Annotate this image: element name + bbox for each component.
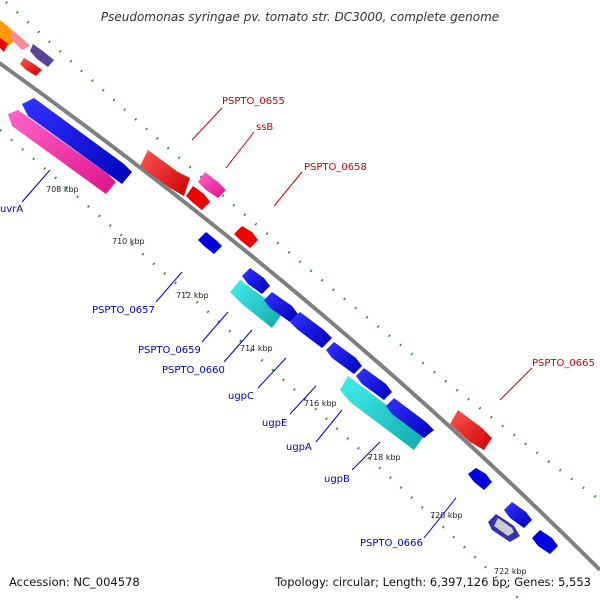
- gene-ugpb: [340, 376, 424, 450]
- gene-ugpe: [326, 342, 362, 374]
- gene-blue-3: [504, 502, 532, 528]
- reverse-label-connectors: [21, 169, 457, 539]
- scale-label-710: 710 kbp: [112, 237, 145, 246]
- scale-labels: 708 kbp 710 kbp 712 kbp 714 kbp 716 kbp …: [46, 185, 527, 576]
- gene-blue-2: [386, 398, 434, 438]
- gene-red-small-1: [186, 186, 210, 210]
- label-pspto-0666: PSPTO_0666: [360, 538, 423, 549]
- tick-track-inner: [0, 129, 521, 600]
- gene-uvra: [8, 110, 116, 194]
- label-pspto-0658: PSPTO_0658: [304, 162, 367, 173]
- label-pspto-0659: PSPTO_0659: [138, 345, 201, 356]
- gene-striped: [488, 514, 520, 542]
- gene-ugpa: [356, 368, 392, 400]
- gene-blue-1: [242, 268, 270, 294]
- label-pspto-0655: PSPTO_0655: [222, 96, 285, 107]
- label-ugpe: ugpE: [262, 418, 287, 429]
- scale-label-718: 718 kbp: [368, 453, 401, 462]
- label-uvra: uvrA: [0, 204, 23, 215]
- gene-pspto-0659: [230, 280, 282, 328]
- gene-pink-small-topleft: [10, 30, 30, 50]
- gene-purple-small-topleft: [30, 44, 54, 67]
- label-pspto-0660: PSPTO_0660: [162, 365, 225, 376]
- scale-label-712: 712 kbp: [176, 291, 209, 300]
- page-title: Pseudomonas syringae pv. tomato str. DC3…: [100, 10, 500, 24]
- label-ugpc: ugpC: [228, 391, 254, 402]
- gene-pspto-0655: [140, 150, 190, 196]
- gene-red-partial-left: [0, 38, 8, 52]
- footer-accession: Accession: NC_004578: [9, 575, 140, 589]
- gene-pspto-0666: [468, 468, 492, 490]
- gene-pspto-0657: [198, 232, 222, 254]
- forward-label-connectors: [191, 107, 533, 401]
- gene-pspto-0658: [234, 226, 258, 248]
- scale-label-722: 722 kbp: [494, 567, 527, 576]
- label-ugpb: ugpB: [324, 474, 350, 485]
- gene-red-small-topleft: [20, 58, 42, 76]
- label-ssb: ssB: [256, 122, 273, 133]
- footer-topology: Topology: circular; Length: 6,397,126 bp…: [275, 575, 591, 589]
- scale-label-708: 708 kbp: [46, 185, 79, 194]
- gene-ssb: [198, 172, 226, 198]
- label-pspto-0665: PSPTO_0665: [532, 358, 595, 369]
- scale-label-716: 716 kbp: [304, 399, 337, 408]
- label-ugpa: ugpA: [286, 442, 312, 453]
- gene-blue-4: [532, 530, 558, 554]
- scale-label-714: 714 kbp: [240, 344, 273, 353]
- reverse-gene-labels: uvrA PSPTO_0657 PSPTO_0659 PSPTO_0660 ug…: [0, 204, 423, 549]
- gene-ugpc: [290, 312, 332, 348]
- tick-track-outer: [5, 1, 600, 502]
- gene-pspto-0665: [450, 410, 492, 450]
- label-pspto-0657: PSPTO_0657: [92, 305, 155, 316]
- scale-label-720: 720 kbp: [430, 511, 463, 520]
- gene-blue-large-1: [22, 98, 132, 184]
- backbone-line: [0, 60, 600, 572]
- gene-pspto-0660: [264, 292, 298, 322]
- forward-gene-labels: PSPTO_0655 ssB PSPTO_0658 PSPTO_0665: [222, 96, 595, 369]
